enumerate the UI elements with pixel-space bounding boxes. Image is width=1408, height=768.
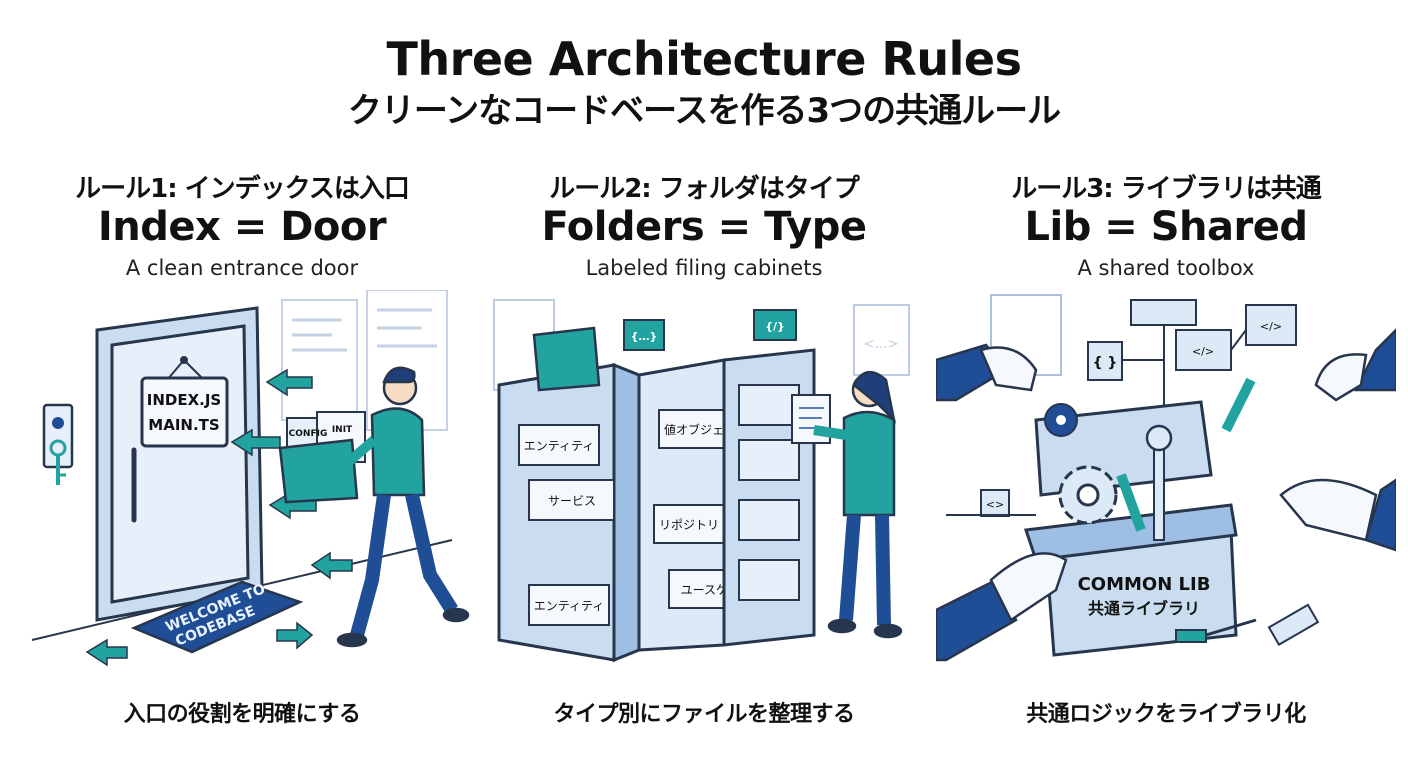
- rule-panel-1: ルール1: インデックスは入口 Index = Door A clean ent…: [12, 162, 472, 762]
- rule-equation: Index = Door: [97, 204, 387, 250]
- code-icon-3: </>: [1192, 345, 1214, 358]
- toolbox-icon: COMMON LIB 共通ライブラリ: [1023, 400, 1238, 657]
- page-subtitle: クリーンなコードベースを作る3つの共通ルール: [347, 91, 1061, 131]
- code-icon-3: <…>: [864, 337, 899, 352]
- arrow-icon: [85, 368, 353, 667]
- gear-icon: [1044, 403, 1118, 525]
- drawer-label: エンティティ: [534, 599, 605, 613]
- rule-caption: 入口の役割を明確にする: [123, 702, 361, 727]
- sign-text-1: INDEX.JS: [147, 391, 221, 409]
- hand-icon: [936, 328, 1396, 662]
- wrench-icon: [1145, 424, 1173, 541]
- file-sign: INDEX.JS MAIN.TS: [140, 356, 229, 448]
- rule-equation: Folders = Type: [541, 204, 867, 250]
- page-title: Three Architecture Rules: [386, 32, 1022, 86]
- drawer-label: エンティティ: [524, 439, 595, 453]
- rule-label: ルール2: フォルダはタイプ: [549, 174, 860, 204]
- screwdriver-icon: [1116, 473, 1257, 643]
- folder-icon: CONFIG INIT: [278, 411, 366, 504]
- toolbox-text-2: 共通ライブラリ: [1088, 599, 1200, 618]
- header: Three Architecture Rules クリーンなコードベースを作る3…: [0, 30, 1408, 134]
- code-icon-2: {/}: [765, 320, 785, 333]
- folder-tab-1: CONFIG: [289, 429, 328, 439]
- code-panel-icon: [281, 290, 448, 431]
- rule-label: ルール1: インデックスは入口: [75, 174, 410, 204]
- folder-icon: {…} {/}: [532, 309, 797, 392]
- door-icon: [95, 306, 264, 622]
- filing-cabinet-illustration: <…> エンティティ サービス エンティティ 値オブジェクト リポジトリ ユース…: [493, 299, 910, 663]
- rule-panel-2: ルール2: フォルダはタイプ Folders = Type Labeled fi…: [474, 162, 934, 762]
- sign-text-2: MAIN.TS: [148, 416, 219, 434]
- document-icon: [791, 394, 831, 444]
- code-icon-4: <>: [986, 498, 1004, 511]
- toolbox-text-1: COMMON LIB: [1078, 574, 1211, 595]
- rule-equation: Lib = Shared: [1024, 204, 1308, 250]
- door-illustration: INDEX.JS MAIN.TS WELCOME TO CODEBASE: [31, 290, 470, 667]
- code-icon-1: { }: [1093, 355, 1118, 371]
- brush-icon: [1221, 377, 1320, 647]
- code-icon-1: {…}: [631, 330, 658, 343]
- drawer-label: リポジトリ: [659, 518, 719, 532]
- folder-tab-2: INIT: [332, 425, 353, 435]
- toolbox-illustration: </> </> { } <> COMMON LIB 共通ライブラリ: [936, 294, 1396, 662]
- filing-cabinet-icon: エンティティ サービス エンティティ: [497, 362, 641, 663]
- rule-panel-3: ルール3: ライブラリは共通 Lib = Shared A shared too…: [936, 162, 1396, 762]
- drawer-label: サービス: [548, 494, 596, 508]
- person-icon: [791, 371, 903, 639]
- rule-description: Labeled filing cabinets: [585, 256, 823, 280]
- key-icon: [42, 403, 74, 485]
- rule-description: A shared toolbox: [1077, 256, 1255, 280]
- rule-caption: タイプ別にファイルを整理する: [553, 702, 855, 727]
- rule-caption: 共通ロジックをライブラリ化: [1026, 702, 1306, 727]
- rule-label: ルール3: ライブラリは共通: [1011, 174, 1322, 204]
- code-panel-icon: </> </> { } <>: [980, 294, 1297, 517]
- rule-description: A clean entrance door: [125, 256, 359, 280]
- code-icon-2: </>: [1260, 320, 1282, 333]
- person-icon: [326, 366, 470, 648]
